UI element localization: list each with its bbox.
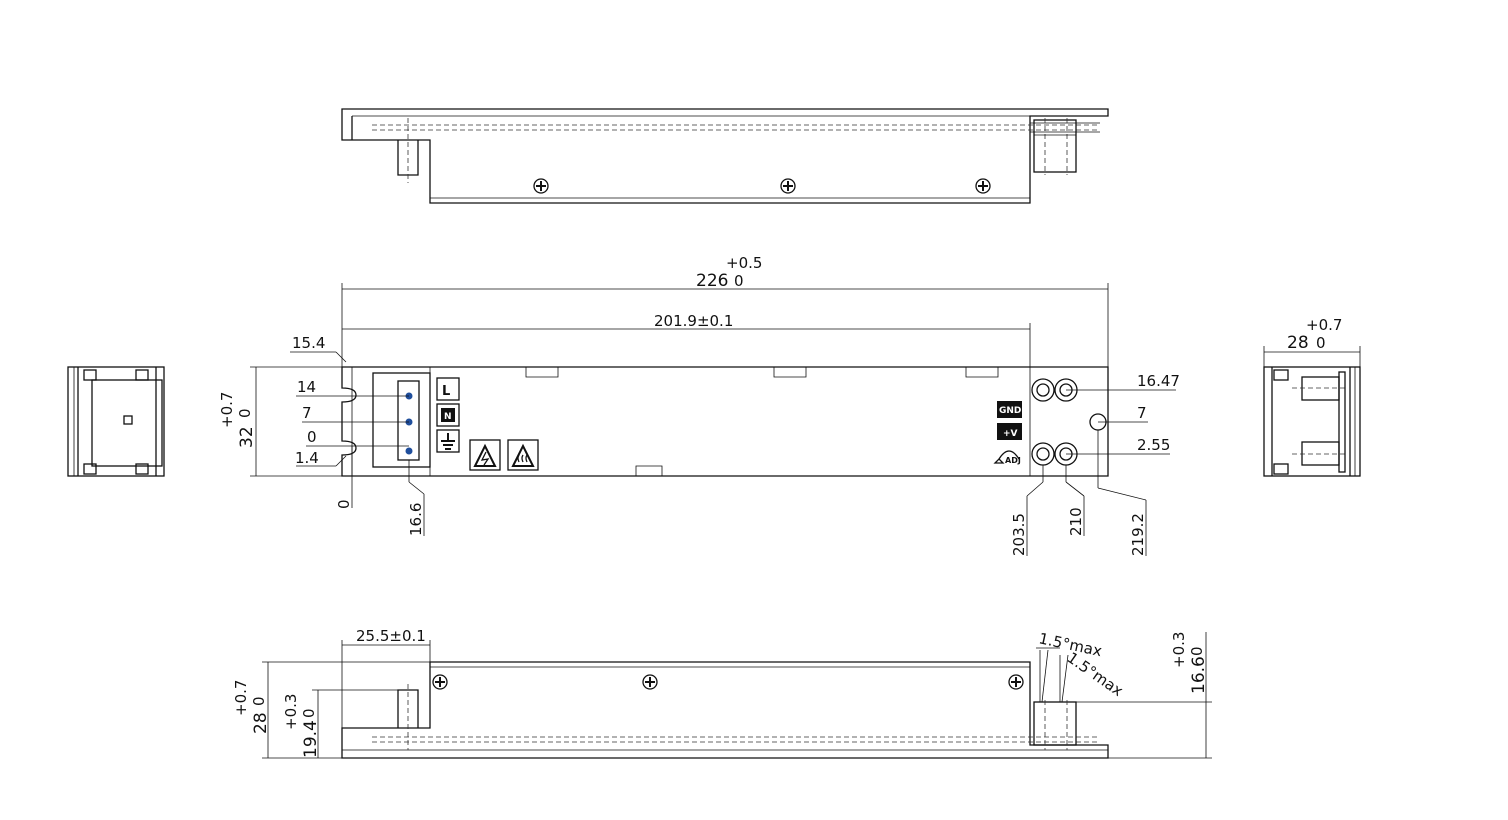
screw-icon: [780, 178, 796, 194]
dim-right-7: 7: [1137, 404, 1147, 422]
dim-overall-length-tol-lower: 0: [734, 272, 744, 290]
dim-terminal-height-tol-upper: +0.3: [1170, 632, 1188, 668]
dim-inner-height-tol-lower: 0: [300, 708, 318, 718]
dim-left-0: 0: [307, 428, 317, 446]
bottom-view: [341, 661, 1109, 759]
dimensions: 226 +0.5 0 201.9±0.1 32 +0.7 0 15.4 14 7…: [218, 254, 1361, 759]
dim-left-15-4: 15.4: [292, 334, 325, 352]
hot-surface-icon: [507, 439, 539, 471]
dim-terminal-height: 16.6: [1189, 656, 1209, 694]
screw-icon: [975, 178, 991, 194]
dim-inner-height-tol-upper: +0.3: [282, 694, 300, 730]
top-view: [341, 108, 1109, 204]
dim-right-2-55: 2.55: [1137, 436, 1170, 454]
pin-earth: [405, 447, 413, 455]
label-pos-v: +V: [1003, 429, 1018, 439]
dim-side-width-tol-upper: +0.7: [1306, 316, 1342, 334]
dim-side-width-tol-lower: 0: [1316, 334, 1326, 352]
dim-bottom-219-2: 219.2: [1129, 513, 1147, 556]
dim-bottom-depth-tol-upper: +0.7: [232, 680, 250, 716]
screw-icon: [642, 674, 658, 690]
screw-icon: [533, 178, 549, 194]
dim-overall-length-tol-upper: +0.5: [726, 254, 762, 272]
label-l: L: [442, 384, 450, 399]
high-voltage-icon: [469, 439, 501, 471]
dim-overall-length: 226: [696, 271, 728, 291]
dim-height: 32: [237, 426, 257, 448]
output-terminal-icon: [1031, 442, 1055, 466]
dim-flange-offset: 25.5±0.1: [356, 627, 426, 645]
dim-bottom-depth: 28: [251, 712, 271, 734]
dim-height-tol-lower: 0: [236, 408, 254, 418]
label-gnd: GND: [999, 406, 1021, 416]
ground-icon: [436, 429, 460, 453]
dim-bottom-210: 210: [1067, 507, 1085, 536]
dim-terminal-height-tol-lower: 0: [1188, 646, 1206, 656]
dim-hole-span: 201.9±0.1: [654, 312, 733, 330]
dim-left-bottom-0: 0: [335, 499, 353, 509]
front-view: L N GND +V ADJ: [341, 366, 1109, 477]
left-end-view: [67, 366, 165, 477]
dim-height-tol-upper: +0.7: [218, 392, 236, 428]
dim-left-7: 7: [302, 404, 312, 422]
dim-right-16-47: 16.47: [1137, 372, 1180, 390]
right-end-view: [1263, 366, 1361, 477]
dim-connector-offset: 16.6: [407, 503, 425, 536]
screw-icon: [432, 674, 448, 690]
label-n: N: [444, 412, 452, 422]
dim-side-width: 28: [1287, 333, 1309, 353]
dim-bottom-203-5: 203.5: [1010, 513, 1028, 556]
screw-icon: [1008, 674, 1024, 690]
dim-left-14: 14: [297, 378, 316, 396]
dim-bottom-depth-tol-lower: 0: [250, 696, 268, 706]
dim-inner-height: 19.4: [301, 720, 321, 758]
dim-left-1-4: 1.4: [295, 449, 319, 467]
label-adj: ADJ: [1005, 456, 1021, 465]
output-terminal-icon: [1031, 378, 1055, 402]
adjust-icon: [993, 450, 1020, 464]
